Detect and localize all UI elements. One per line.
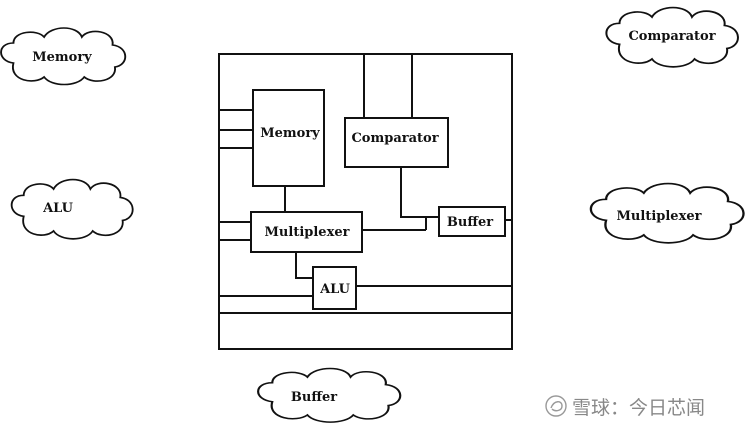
wires <box>219 54 512 314</box>
block-buffer: Buffer <box>438 206 506 237</box>
cloud-memory: Memory <box>0 27 127 86</box>
block-alu-label: ALU <box>319 282 351 297</box>
cloud-buffer: Buffer <box>257 367 402 424</box>
cloud-multiplexer: Multiplexer <box>589 182 745 245</box>
cloud-comparator: Comparator <box>605 6 739 68</box>
watermark: 雪球：今日芯闻 <box>545 395 705 419</box>
block-multiplexer-label: Multiplexer <box>265 225 350 240</box>
block-buffer-label: Buffer <box>447 215 493 230</box>
block-rect <box>344 117 449 168</box>
block-alu: ALU <box>312 266 357 310</box>
block-rect <box>312 266 357 310</box>
block-comparator-label: Comparator <box>351 131 438 146</box>
snowball-logo-icon <box>545 395 567 417</box>
cloud-alu-label: ALU <box>42 201 74 216</box>
block-rect <box>250 211 363 253</box>
block-rect <box>438 206 506 237</box>
chip-boundary <box>218 53 513 350</box>
block-memory-label: Memory <box>260 126 320 141</box>
wire <box>400 167 439 218</box>
block-memory: Memory <box>252 89 325 187</box>
block-rect <box>252 89 325 187</box>
cloud-multiplexer-label: Multiplexer <box>617 209 702 224</box>
cloud-memory-label: Memory <box>32 50 92 65</box>
cloud-buffer-label: Buffer <box>291 390 337 405</box>
cloud-alu: ALU <box>10 178 134 240</box>
watermark-text: 雪球：今日芯闻 <box>572 397 705 419</box>
block-comparator: Comparator <box>344 117 449 168</box>
cloud-comparator-label: Comparator <box>628 29 715 44</box>
wire <box>295 252 313 279</box>
block-multiplexer: Multiplexer <box>250 211 363 253</box>
